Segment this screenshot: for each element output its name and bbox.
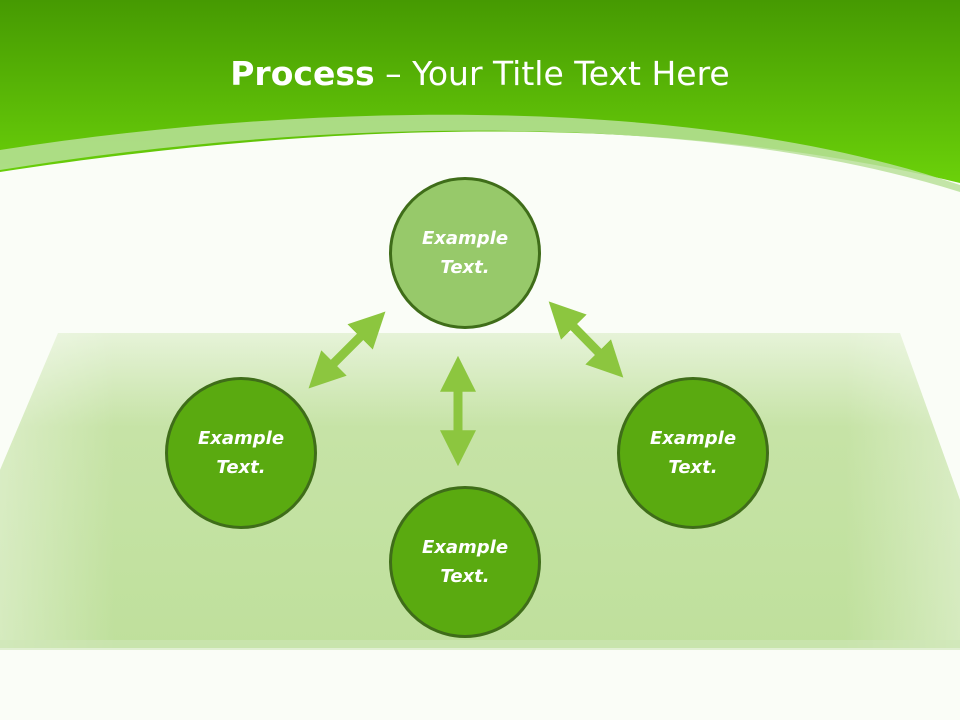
title-rest: – Your Title Text Here xyxy=(374,54,730,93)
page-title: Process – Your Title Text Here xyxy=(0,52,960,96)
process-node-top: Example Text. xyxy=(389,177,541,329)
process-node-right: Example Text. xyxy=(617,377,769,529)
process-node-left: Example Text. xyxy=(165,377,317,529)
title-strong: Process xyxy=(230,54,375,93)
process-node-bottom: Example Text. xyxy=(389,486,541,638)
header-band xyxy=(0,0,960,192)
process-node-top-label: Example Text. xyxy=(421,228,509,278)
process-node-left-label: Example Text. xyxy=(197,428,285,478)
process-node-right-label: Example Text. xyxy=(649,428,737,478)
process-node-bottom-label: Example Text. xyxy=(421,537,509,587)
